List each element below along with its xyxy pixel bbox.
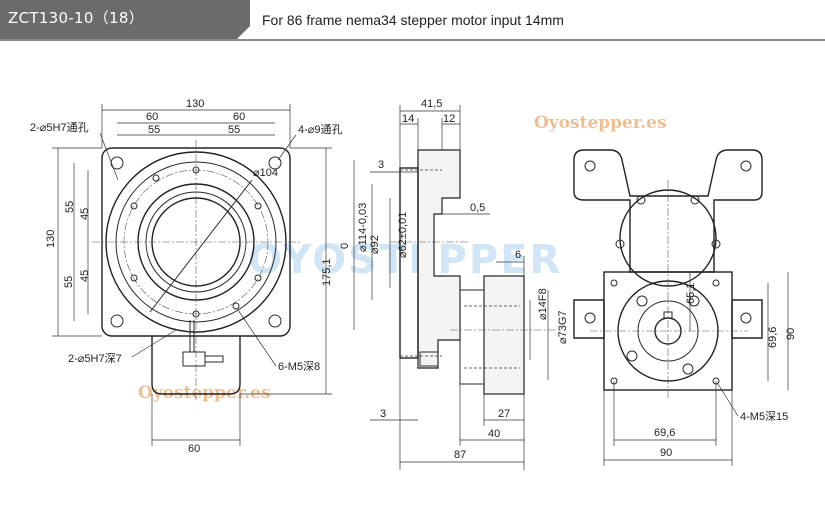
rear-m5-hole-1	[610, 279, 618, 287]
tapped-hole-5	[130, 274, 138, 282]
dim-130-width: 130	[186, 98, 204, 110]
through-hole-bl	[110, 314, 124, 328]
side-main-body	[417, 149, 461, 369]
dim-114: ⌀114-0,03	[357, 203, 369, 252]
dim-60-bottom: 60	[188, 443, 200, 455]
dim-69-6-horizontal: 69,6	[654, 427, 675, 439]
dim-55-lower: 55	[63, 276, 75, 288]
side-input-housing	[483, 275, 525, 395]
rear-side-hole-right	[740, 312, 752, 324]
label-tapped-holes-rear: 4-M5深15	[740, 410, 788, 423]
dim-90-horizontal: 90	[660, 447, 672, 459]
model-tab: ZCT130-10（18）	[0, 0, 250, 40]
dim-41-5: 41,5	[421, 98, 442, 110]
dim-45-lower: 45	[79, 270, 91, 282]
rear-view: 65,1 69,6 90 69,6 90 4-M5深15	[573, 149, 797, 466]
pin-hole-2	[232, 302, 240, 310]
side-flange	[399, 167, 419, 359]
front-view: 130 60 60 55 55 130 55 45 55 45 175,1 60…	[30, 98, 343, 455]
dim-130-height: 130	[45, 230, 57, 248]
dim-62: ⌀62±0,01	[397, 212, 409, 258]
side-view: 41,5 14 12 3 0,5 ⌀114-0,03 0 ⌀92 ⌀62±0,0…	[339, 98, 569, 470]
dim-0-5: 0,5	[470, 202, 485, 214]
sensor-body	[182, 351, 206, 367]
dim-55-upper: 55	[64, 201, 76, 213]
tapped-hole-2	[254, 202, 262, 210]
dim-3-top: 3	[378, 159, 384, 171]
dim-55-left: 55	[148, 124, 160, 136]
motor-spec-subtitle: For 86 frame nema34 stepper motor input …	[262, 12, 564, 28]
dim-55-right: 55	[228, 124, 240, 136]
rear-hole-1	[636, 195, 646, 205]
through-hole-br	[268, 314, 282, 328]
diameter-leader	[149, 179, 253, 313]
sensor-bracket	[189, 320, 195, 352]
dim-87: 87	[454, 449, 466, 461]
rear-side-ear-left	[573, 299, 605, 339]
dim-14: 14	[402, 113, 414, 125]
dim-6: 6	[515, 249, 521, 261]
rear-mount-hole-1	[636, 295, 648, 307]
sensor-lead	[204, 355, 224, 363]
dim-40: 40	[488, 428, 500, 440]
dim-14f8: ⌀14F8	[537, 288, 549, 320]
rear-mount-hole-4	[682, 363, 694, 375]
dim-175-1: 175,1	[321, 258, 333, 286]
rear-hole-4	[711, 239, 721, 249]
label-tapped-holes-front: 6-M5深8	[278, 360, 320, 373]
side-sensor	[419, 351, 439, 367]
dim-69-6-vertical: 69,6	[767, 327, 779, 348]
dim-3-bottom: 3	[380, 408, 386, 420]
oyostepper-logo-watermark: OYOSTEPPER	[248, 237, 562, 283]
header-divider	[0, 39, 825, 41]
rear-side-hole-left	[584, 312, 596, 324]
dim-92: ⌀92	[369, 235, 381, 254]
through-hole-tr	[268, 156, 282, 170]
rear-ear-hole-right	[740, 160, 752, 172]
dim-12: 12	[443, 113, 455, 125]
rear-side-ear-right	[731, 299, 763, 339]
rear-mount-hole-3	[626, 350, 638, 362]
dim-0: 0	[339, 243, 351, 249]
rear-m5-hole-2	[712, 279, 720, 287]
through-hole-tl	[110, 156, 124, 170]
label-through-holes: 4-⌀9通孔	[298, 123, 343, 136]
rear-hole-2	[690, 195, 700, 205]
dim-73g7: ⌀73G7	[557, 310, 569, 344]
rear-ear-hole-left	[584, 160, 596, 172]
rear-upper-flange	[573, 149, 763, 273]
label-pin-holes-bottom: 2-⌀5H7深7	[68, 352, 122, 365]
rear-hole-3	[615, 239, 625, 249]
dim-90-vertical: 90	[785, 328, 797, 340]
side-coupling	[459, 289, 485, 385]
rear-mount-hole-2	[688, 295, 700, 307]
dim-60-left: 60	[146, 111, 158, 123]
tapped-hole-6	[130, 202, 138, 210]
label-pin-holes-top: 2-⌀5H7通孔	[30, 121, 89, 134]
pin-hole-1	[152, 174, 160, 182]
url-watermark-bottom: Oyostepper.es	[138, 383, 271, 403]
dim-65-1: 65,1	[685, 283, 697, 304]
model-title: ZCT130-10（18）	[8, 9, 145, 27]
tapped-hole-3	[254, 274, 262, 282]
dim-45-upper: 45	[79, 208, 91, 220]
dim-diameter-104: ⌀104	[253, 167, 278, 179]
url-watermark-top: Oyostepper.es	[534, 113, 667, 133]
dim-60-right: 60	[233, 111, 245, 123]
dim-27: 27	[498, 408, 510, 420]
